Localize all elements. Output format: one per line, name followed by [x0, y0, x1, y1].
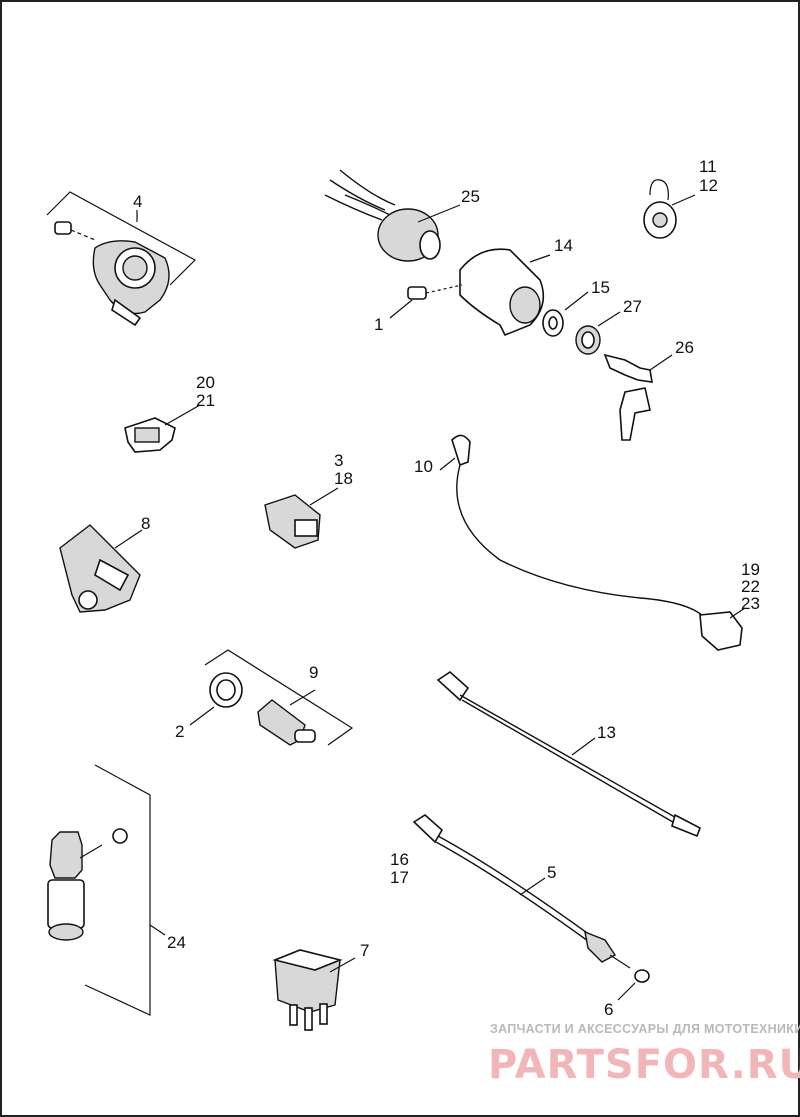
callout-26: 26 — [675, 338, 694, 357]
part-27-nut — [575, 311, 621, 355]
callout-1: 1 — [374, 315, 383, 334]
part-20-21-fuse — [124, 404, 201, 453]
part-24-group — [47, 764, 166, 1016]
callout-5: 5 — [547, 863, 556, 882]
callout-8: 8 — [141, 514, 150, 533]
part-26-keys — [603, 353, 673, 441]
callout-18: 18 — [334, 469, 353, 488]
callout-20: 20 — [196, 373, 215, 392]
part-7-relay — [272, 949, 356, 1031]
part-6-ring — [617, 969, 650, 1001]
part-8-sensor — [59, 524, 143, 613]
callout-6: 6 — [604, 1000, 613, 1019]
callout-11: 11 — [699, 157, 717, 176]
callout-2: 2 — [175, 722, 184, 741]
part-11-12-cap — [643, 179, 696, 239]
callout-17: 17 — [390, 868, 409, 887]
callout-22: 22 — [741, 577, 760, 596]
callout-23: 23 — [741, 594, 760, 613]
part-15-washer — [542, 291, 589, 337]
callout-21: 21 — [196, 391, 215, 410]
callout-3: 3 — [334, 451, 343, 470]
callout-25: 25 — [461, 187, 480, 206]
part-25-switch — [324, 169, 461, 262]
callout-10: 10 — [414, 457, 433, 476]
callout-16: 16 — [390, 850, 409, 869]
watermark-brand: PARTSFOR.RU — [488, 1042, 800, 1088]
part-14-housing — [459, 248, 551, 337]
watermark-tagline: ЗАПЧАСТИ И АКСЕССУАРЫ ДЛЯ МОТОТЕХНИКИ — [490, 1022, 800, 1036]
part-9-group — [189, 649, 354, 746]
part-3-18-switch — [264, 487, 339, 549]
part-5-wire — [412, 814, 631, 969]
callout-15: 15 — [591, 278, 610, 297]
callout-13: 13 — [597, 723, 616, 742]
callout-27: 27 — [623, 297, 642, 316]
callout-7: 7 — [360, 941, 369, 960]
callout-24: 24 — [167, 933, 186, 952]
callout-14: 14 — [554, 236, 573, 255]
callout-9: 9 — [309, 663, 318, 682]
callout-12: 12 — [699, 176, 718, 195]
part-4-sensor — [46, 191, 196, 327]
part-1-screw — [389, 284, 463, 319]
callout-19: 19 — [741, 560, 760, 579]
part-13-wire — [436, 670, 701, 838]
callout-4: 4 — [133, 192, 142, 211]
part-10-wire — [439, 434, 746, 651]
